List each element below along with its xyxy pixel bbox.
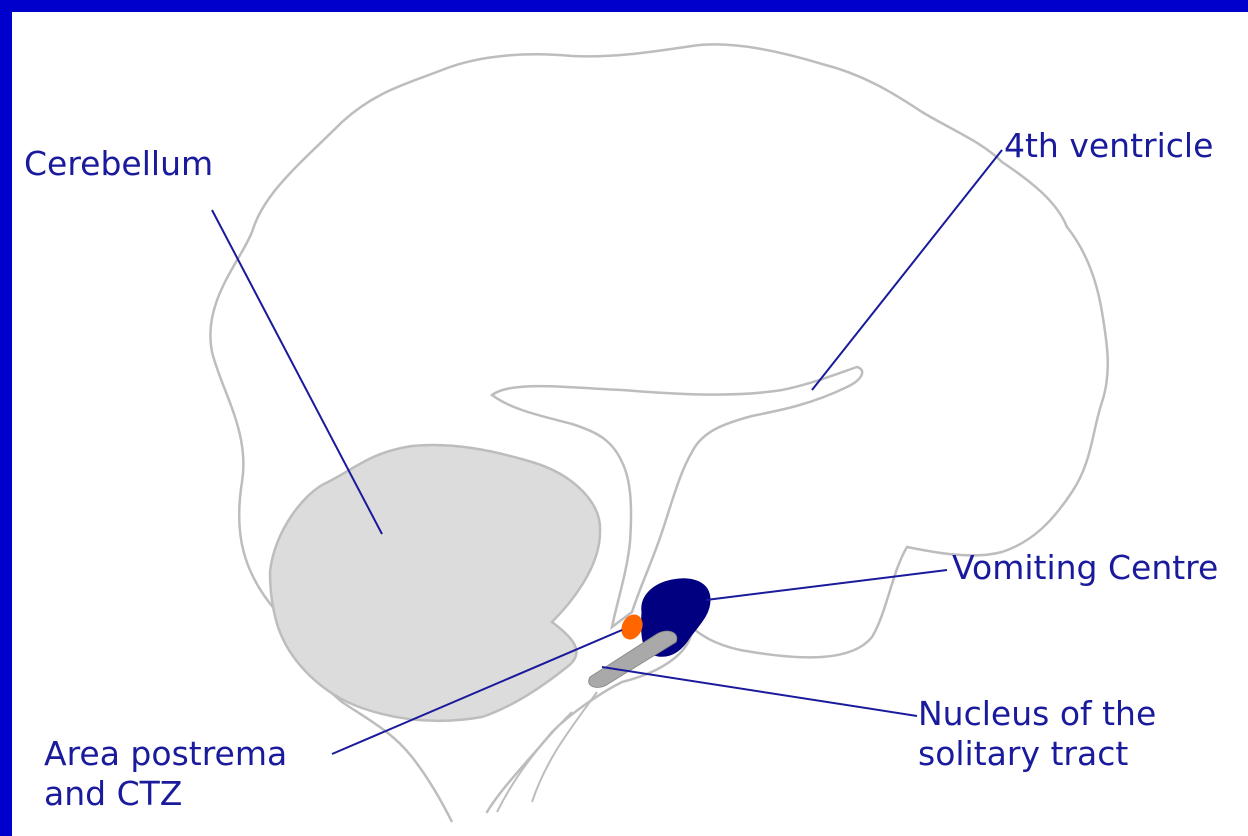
diagram-canvas: Cerebellum 4th ventricle Vomiting Centre… — [12, 12, 1248, 836]
label-fourth-ventricle: 4th ventricle — [1004, 126, 1213, 166]
label-area-line-2: and CTZ — [44, 774, 287, 814]
label-nucleus-line-1: Nucleus of the — [918, 694, 1156, 734]
label-nucleus-line-2: solitary tract — [918, 734, 1156, 774]
vomiting-centre-leader-line — [706, 570, 947, 600]
label-area-line-1: Area postrema — [44, 734, 287, 774]
label-cerebellum: Cerebellum — [24, 144, 213, 184]
label-nucleus-solitary-tract: Nucleus of the solitary tract — [918, 694, 1156, 774]
label-area-postrema: Area postrema and CTZ — [44, 734, 287, 814]
cerebellum-region — [270, 445, 600, 721]
nucleus-leader-line — [602, 667, 917, 716]
label-vomiting-centre: Vomiting Centre — [952, 548, 1218, 588]
fourth-ventricle-leader-line — [812, 150, 1002, 390]
brainstem-inner-line-2 — [532, 692, 597, 802]
cerebellum-leader-line — [212, 210, 382, 534]
